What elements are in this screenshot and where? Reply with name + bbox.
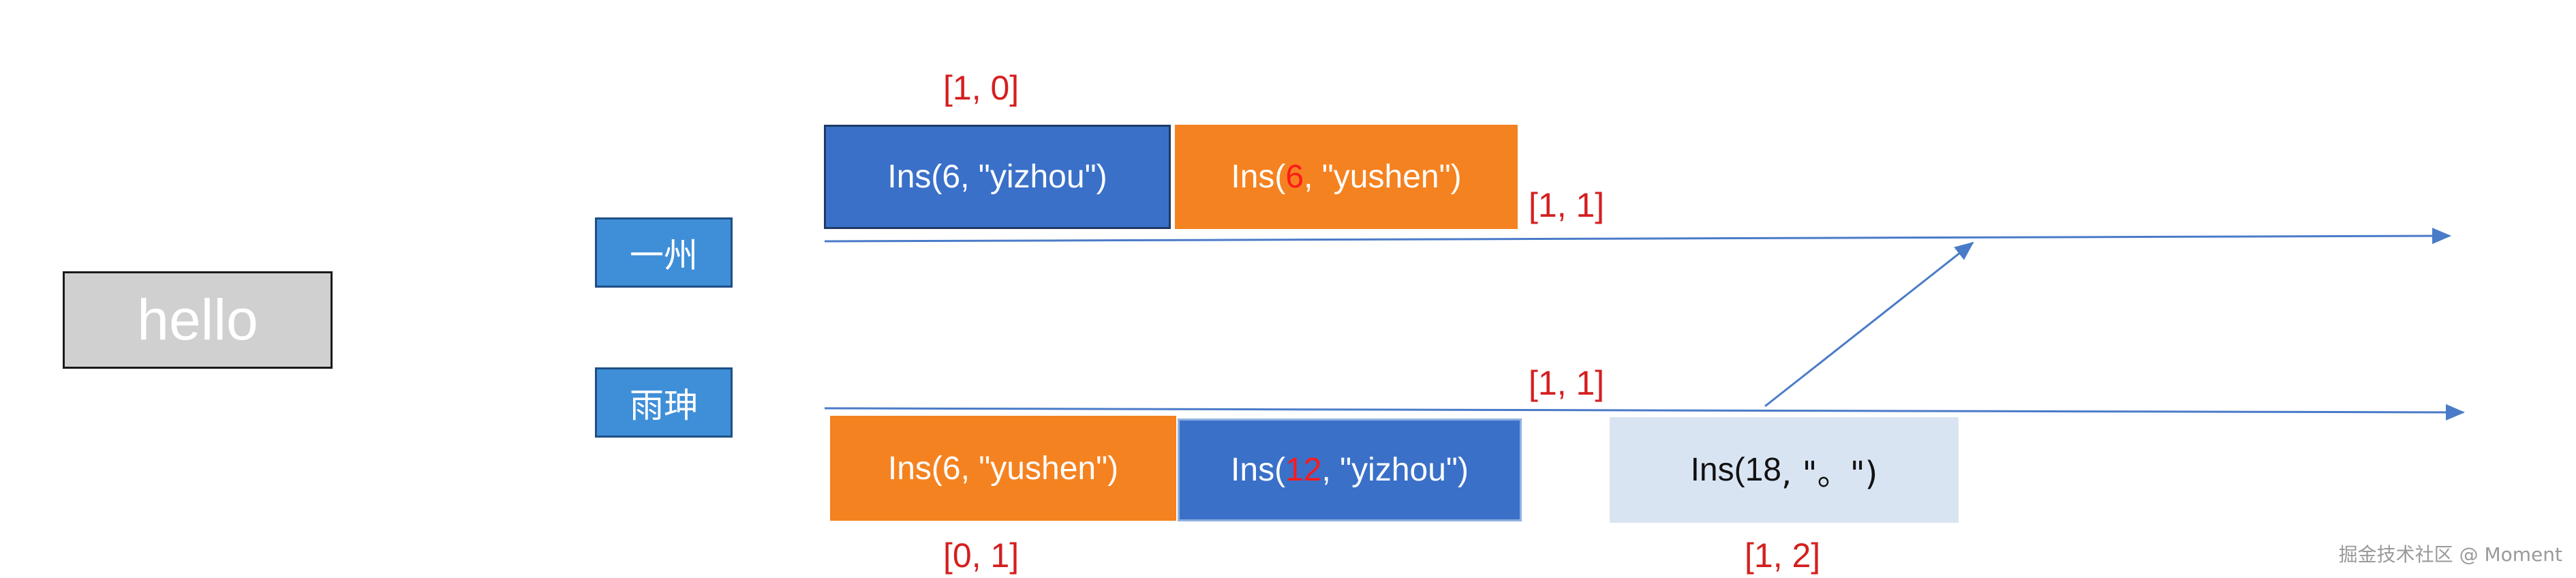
user-name: 雨珅 — [630, 385, 698, 425]
vector-bottom-first: [0, 1] — [943, 536, 1019, 575]
op-position: 6 — [1285, 159, 1304, 195]
op-top-insert-yizhou: Ins(6, "yizhou") — [824, 125, 1171, 229]
user-box-yushen: 雨珅 — [595, 367, 733, 438]
user-box-yizhou: 一州 — [595, 217, 733, 288]
op-prefix: Ins( — [887, 450, 942, 487]
op-bottom-insert-period: Ins(18, "。") — [1610, 417, 1959, 523]
document-text: hello — [137, 288, 258, 352]
timeline-yizhou — [824, 228, 2451, 245]
vector-top-after: [1, 1] — [1529, 186, 1605, 224]
op-suffix: , "。") — [1781, 454, 1878, 493]
op-bottom-insert-yushen: Ins(6, "yushen") — [830, 416, 1176, 521]
op-position: 12 — [1285, 452, 1322, 488]
document-box: hello — [63, 271, 333, 369]
sync-arrow — [1764, 241, 1974, 408]
op-position: 6 — [942, 450, 961, 487]
op-prefix: Ins( — [1690, 452, 1745, 488]
timeline-yushen — [824, 404, 2465, 421]
op-position: 18 — [1745, 452, 1781, 488]
op-suffix: , "yizhou") — [960, 159, 1107, 195]
op-top-insert-yushen: Ins(6, "yushen") — [1175, 125, 1518, 229]
op-prefix: Ins( — [887, 159, 942, 195]
op-prefix: Ins( — [1231, 452, 1286, 488]
watermark: 掘金技术社区 @ Moment — [2338, 543, 2562, 566]
vector-bottom-after: [1, 1] — [1529, 364, 1605, 402]
vector-top-first: [1, 0] — [943, 69, 1019, 107]
op-suffix: , "yushen") — [1304, 159, 1462, 195]
user-name: 一州 — [630, 235, 698, 275]
op-suffix: , "yushen") — [960, 450, 1119, 487]
op-position: 6 — [942, 159, 961, 195]
op-bottom-insert-yizhou: Ins(12, "yizhou") — [1178, 419, 1522, 521]
vector-bottom-last: [1, 2] — [1745, 536, 1821, 575]
op-prefix: Ins( — [1231, 159, 1286, 195]
op-suffix: , "yizhou") — [1321, 452, 1469, 488]
